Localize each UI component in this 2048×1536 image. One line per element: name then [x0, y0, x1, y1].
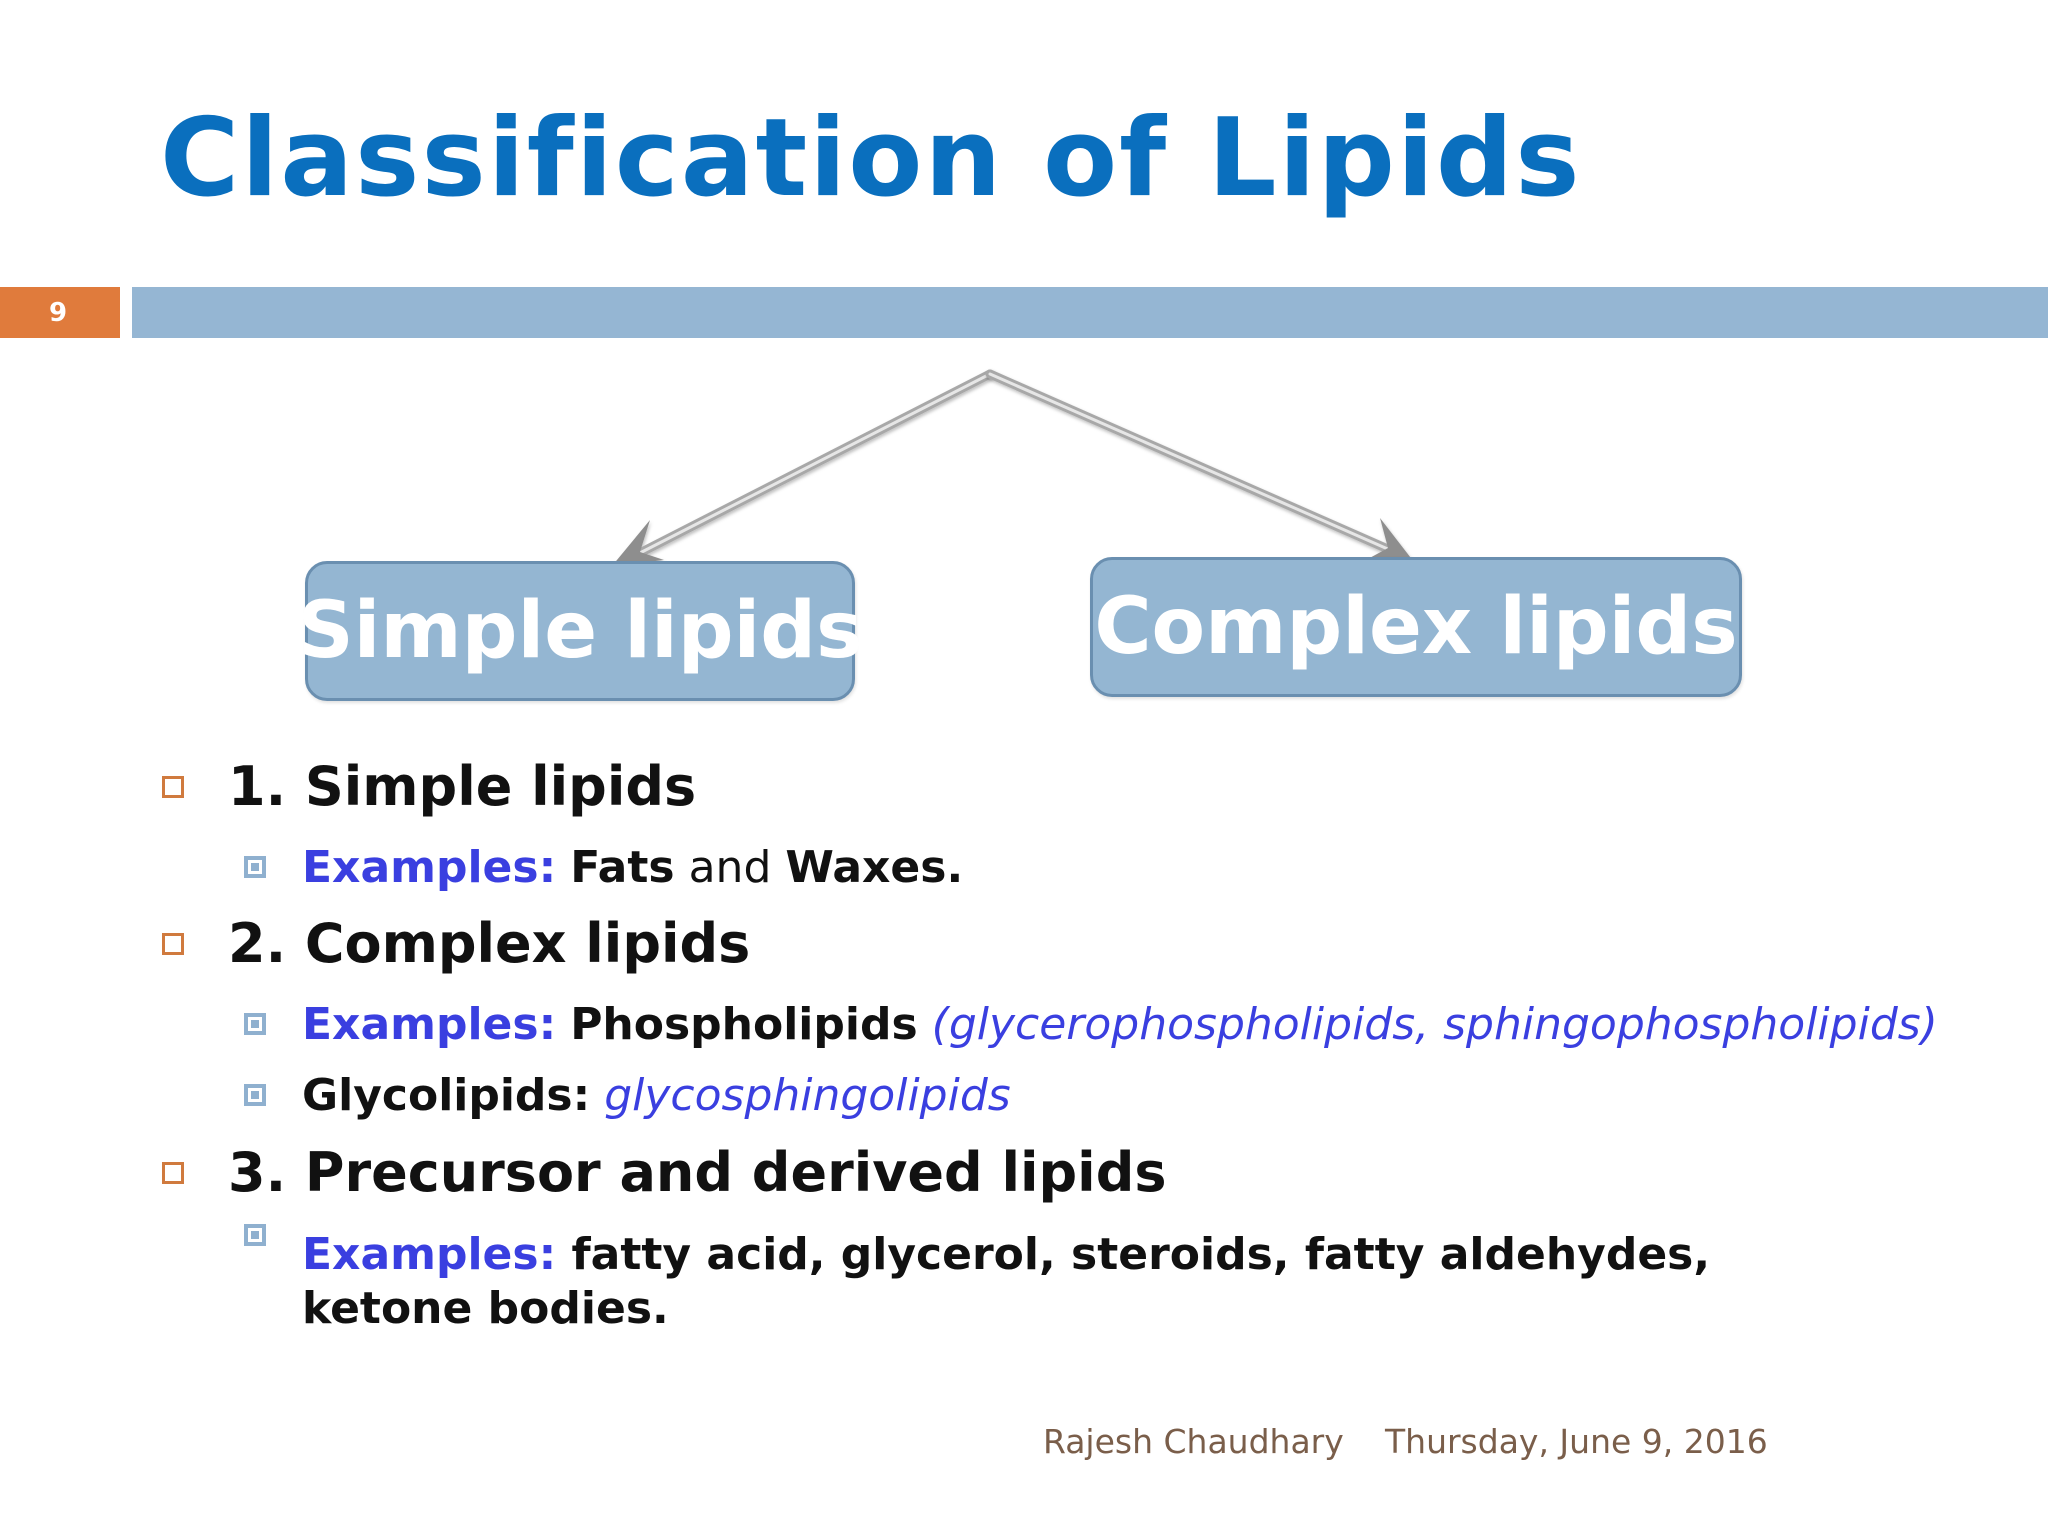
examples-keyword: Examples:: [302, 999, 557, 1050]
list-item-label: 1. Simple lipids: [228, 755, 697, 818]
sub-bullet-icon: [244, 1013, 266, 1035]
example-detail: glycosphingolipids: [604, 1070, 1011, 1121]
sublist-item-precursor-examples: [244, 1224, 302, 1250]
list-item-complex: 2. Complex lipids: [162, 912, 750, 975]
example-text: Waxes.: [785, 842, 964, 893]
sublist-item-glycolipids: Glycolipids: glycosphingolipids: [244, 1070, 1011, 1121]
sub-bullet-icon: [244, 1224, 266, 1246]
example-text: Fats: [570, 842, 675, 893]
slide-title: Classification of Lipids: [160, 96, 1582, 221]
examples-keyword: Examples:: [302, 842, 557, 893]
simple-lipids-box: Simple lipids: [297, 561, 863, 701]
arrow-to-complex: [985, 369, 1414, 562]
sub-bullet-icon: [244, 1084, 266, 1106]
list-item-label: 2. Complex lipids: [228, 912, 751, 975]
square-bullet-icon: [162, 932, 184, 955]
square-bullet-icon: [162, 1161, 184, 1184]
square-bullet-icon: [162, 775, 184, 798]
example-text: Glycolipids:: [302, 1070, 591, 1121]
list-item-precursor: 3. Precursor and derived lipids: [162, 1141, 1167, 1204]
example-text: Phospholipids: [570, 999, 918, 1050]
example-text: fatty acid, glycerol, steroids, fatty al…: [302, 1229, 1711, 1334]
sublist-item-complex-examples: Examples: Phospholipids (glycerophosphol…: [244, 999, 1938, 1050]
complex-lipids-box: Complex lipids: [1090, 557, 1742, 697]
list-item-simple: 1. Simple lipids: [162, 755, 696, 818]
precursor-examples-text: Examples: fatty acid, glycerol, steroids…: [302, 1228, 1862, 1336]
title-divider-bar: [132, 287, 2048, 338]
list-item-label: 3. Precursor and derived lipids: [228, 1141, 1167, 1204]
sub-bullet-icon: [244, 856, 266, 878]
slide-number: 9: [0, 287, 120, 338]
footer-author: Rajesh Chaudhary: [1043, 1422, 1344, 1461]
arrow-to-simple: [612, 369, 995, 566]
examples-keyword: Examples:: [302, 1229, 557, 1280]
example-text: and: [688, 842, 772, 893]
example-detail: (glycerophospholipids, sphingophospholip…: [931, 999, 1938, 1050]
footer-date: Thursday, June 9, 2016: [1385, 1422, 1768, 1461]
sublist-item-simple-examples: Examples: Fats and Waxes.: [244, 842, 963, 893]
